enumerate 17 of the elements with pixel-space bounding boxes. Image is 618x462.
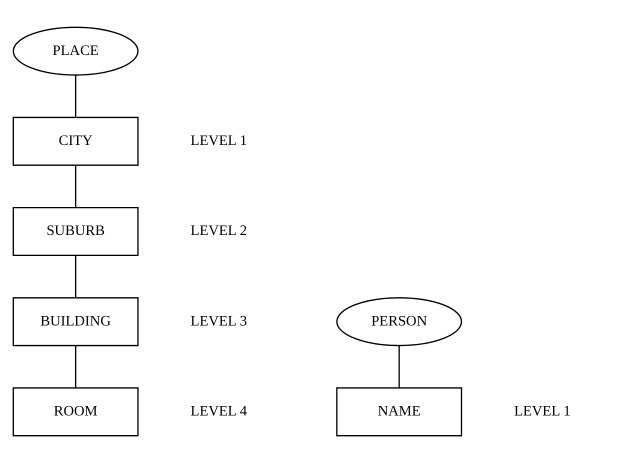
node-box: CITY [12, 116, 139, 166]
connector [74, 165, 76, 207]
node-box: ROOM [12, 386, 139, 436]
node-label: LEVEL 1 [514, 403, 571, 420]
node-ellipse: PLACE [12, 26, 139, 76]
connector [74, 255, 76, 297]
node-label: LEVEL 3 [190, 312, 248, 329]
node-box: SUBURB [12, 206, 139, 256]
connector [74, 345, 76, 387]
node-label: LEVEL 1 [190, 132, 248, 149]
node-ellipse: PERSON [336, 296, 462, 346]
connector [74, 75, 76, 116]
node-label: LEVEL 4 [190, 403, 248, 420]
node-box: BUILDING [12, 296, 139, 346]
node-label: LEVEL 2 [190, 222, 248, 239]
node-box: NAME [336, 386, 462, 436]
connector [398, 345, 400, 387]
